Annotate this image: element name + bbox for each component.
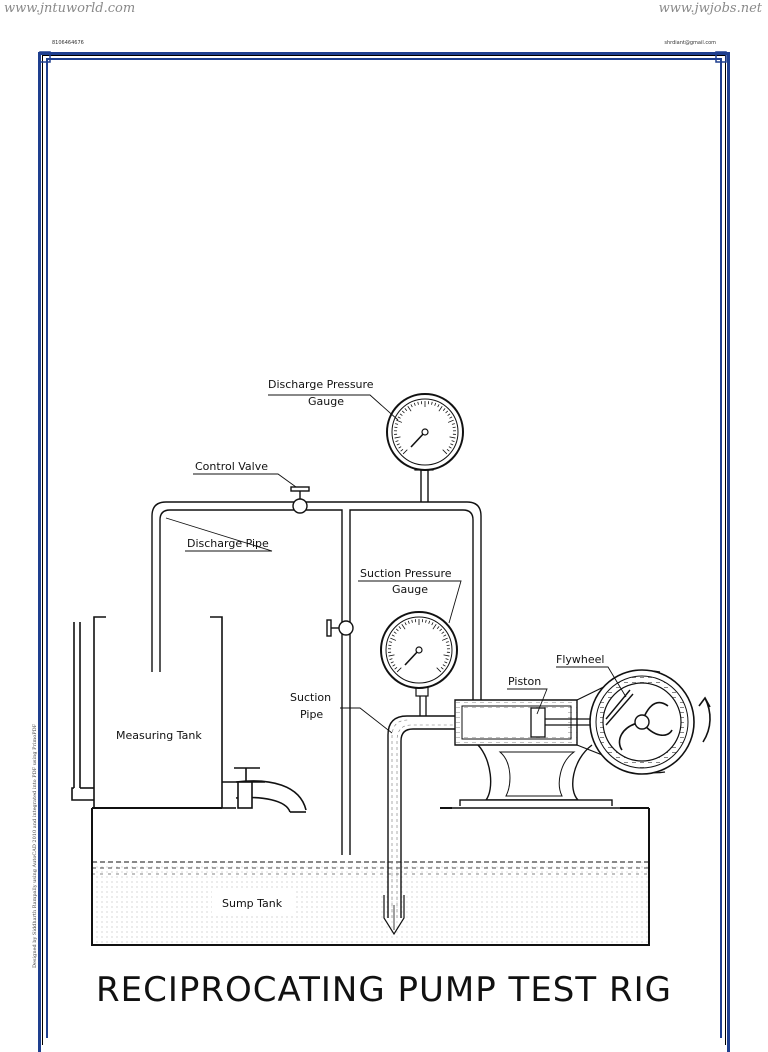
label-flywheel: Flywheel: [556, 653, 604, 666]
drawing-title: RECIPROCATING PUMP TEST RIG: [0, 970, 768, 1010]
label-discharge-pipe: Discharge Pipe: [187, 537, 269, 550]
label-control-valve: Control Valve: [195, 460, 268, 473]
label-suction-pipe-2: Pipe: [300, 708, 323, 721]
sump-tank: [92, 808, 649, 945]
suction-pressure-gauge: [381, 612, 457, 716]
pump-diagram: Discharge Pressure Gauge Control Valve D…: [0, 0, 768, 1024]
label-suction-pipe-1: Suction: [290, 691, 331, 704]
discharge-pressure-gauge: [387, 394, 463, 502]
label-discharge-gauge-1: Discharge Pressure: [268, 378, 374, 391]
label-discharge-gauge-2: Gauge: [308, 395, 344, 408]
label-piston: Piston: [508, 675, 541, 688]
label-suction-gauge-2: Gauge: [392, 583, 428, 596]
label-measuring-tank: Measuring Tank: [116, 729, 202, 742]
label-sump-tank: Sump Tank: [222, 897, 283, 910]
flywheel: [577, 670, 710, 774]
frame-corners: [40, 52, 726, 62]
label-suction-gauge-1: Suction Pressure: [360, 567, 452, 580]
measuring-tank: [72, 617, 306, 812]
